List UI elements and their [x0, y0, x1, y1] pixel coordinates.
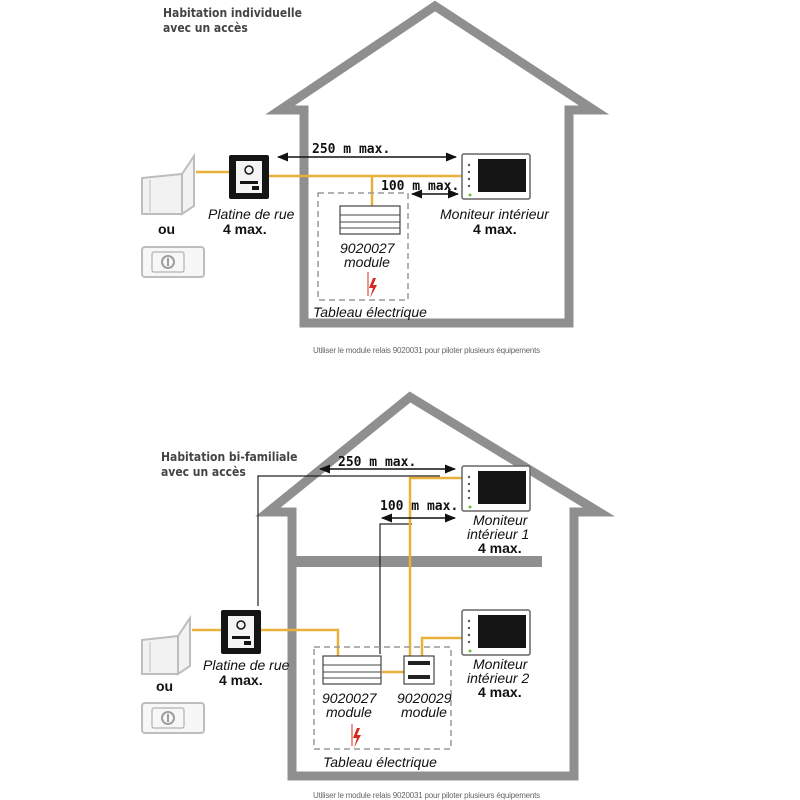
monitor-max: 4 max.: [473, 221, 517, 237]
house-outline: [265, 0, 610, 328]
distance-label-100: 100 m max.: [380, 499, 458, 514]
diagram2-title-line2: avec un accès: [161, 465, 246, 479]
module-9020029-icon: [403, 655, 435, 685]
distance-reference-line-short: [379, 523, 412, 654]
monitor1-label-line2: intérieur 1: [467, 526, 529, 542]
street-panel-icon: [229, 155, 269, 199]
gate-icon: [141, 614, 191, 676]
monitor2-max: 4 max.: [478, 684, 522, 700]
monitor-label: Moniteur intérieur: [440, 206, 550, 222]
module-9020027-icon: [339, 205, 401, 235]
diagram1-title-line2: avec un accès: [163, 21, 248, 35]
lightning-icon: [353, 728, 361, 748]
cable-platine-to-module: [260, 628, 340, 656]
or-label: ou: [158, 221, 175, 237]
or-label: ou: [156, 678, 173, 694]
monitor1-label-line1: Moniteur: [473, 512, 529, 528]
electrical-board-label: Tableau électrique: [313, 304, 427, 320]
diagram-individual-house: Habitation individuelle avec un accès ou: [141, 0, 610, 355]
street-panel-icon: [221, 610, 261, 654]
door-lock-icon: [141, 246, 205, 278]
platine-label: Platine de rue: [208, 206, 295, 222]
monitor2-label-line1: Moniteur: [473, 656, 529, 672]
house-outline: [255, 391, 616, 781]
cable-to-monitor-2: [420, 636, 462, 656]
distance-reference-line-long: [257, 475, 440, 606]
diagram1-caption: Utiliser le module relais 9020031 pour p…: [313, 346, 540, 355]
module2-code: 9020029: [397, 690, 452, 706]
module2-word: module: [401, 704, 447, 720]
module-code: 9020027: [340, 240, 396, 256]
module1-word: module: [326, 704, 372, 720]
module-9020027-icon: [322, 655, 382, 685]
distance-label-250: 250 m max.: [338, 455, 416, 470]
module-word: module: [344, 254, 390, 270]
diagram2-title-line1: Habitation bi-familiale: [161, 450, 297, 464]
distance-label-100: 100 m max.: [381, 179, 459, 194]
indoor-monitor-2-icon: [461, 609, 531, 656]
platine-max: 4 max.: [219, 672, 263, 688]
indoor-monitor-1-icon: [461, 465, 531, 512]
indoor-monitor-icon: [461, 153, 531, 200]
floor-divider: [292, 556, 542, 567]
monitor1-max: 4 max.: [478, 540, 522, 556]
platine-label: Platine de rue: [203, 657, 290, 673]
gate-icon: [141, 152, 195, 216]
door-lock-icon: [141, 702, 205, 734]
diagram-two-family-house: Habitation bi-familiale avec un accès ou: [141, 391, 616, 800]
module1-code: 9020027: [322, 690, 378, 706]
electrical-board-outline: [317, 192, 409, 301]
platine-max: 4 max.: [223, 221, 267, 237]
cable-to-monitor-1: [408, 476, 462, 656]
diagram2-caption: Utiliser le module relais 9020031 pour p…: [313, 791, 540, 800]
electrical-board-label: Tableau électrique: [323, 754, 437, 770]
distance-label-250: 250 m max.: [312, 142, 390, 157]
lightning-icon: [369, 278, 377, 298]
monitor2-label-line2: intérieur 2: [467, 670, 529, 686]
diagram1-title-line1: Habitation individuelle: [163, 6, 302, 20]
